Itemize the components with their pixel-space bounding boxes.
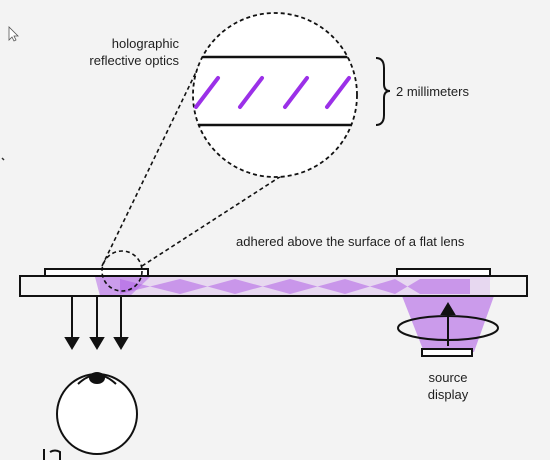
thickness-brace: [375, 57, 391, 126]
flat-lens: [19, 275, 528, 297]
source-arrow: [440, 302, 456, 346]
optics-label-line2: reflective optics: [89, 53, 179, 68]
hologram-plate-right: [396, 268, 491, 277]
optics-label-line1: holographic: [112, 36, 180, 51]
detail-circle-small: [101, 250, 143, 292]
partial-glyph: [43, 449, 61, 460]
adhered-caption: adhered above the surface of a flat lens: [236, 234, 465, 249]
source-display: [421, 348, 473, 357]
zoomed-lens-section: [193, 55, 357, 127]
light-exit-cone: [95, 277, 150, 296]
detail-circle-large: [192, 12, 358, 178]
mouse-cursor-icon: [8, 26, 19, 42]
light-zigzag: [120, 279, 470, 294]
edge-mark: [1, 157, 5, 161]
hologram-plate-left: [44, 268, 149, 277]
output-arrows: [64, 296, 129, 350]
thickness-label: 2 millimeters: [396, 84, 469, 99]
eye-icon: [56, 372, 138, 455]
zoom-line-right: [141, 159, 307, 267]
hologram-gratings: [194, 76, 351, 109]
source-label-line2: display: [428, 387, 469, 402]
source-label-line1: source: [428, 370, 467, 385]
zoom-line-left: [101, 67, 199, 267]
